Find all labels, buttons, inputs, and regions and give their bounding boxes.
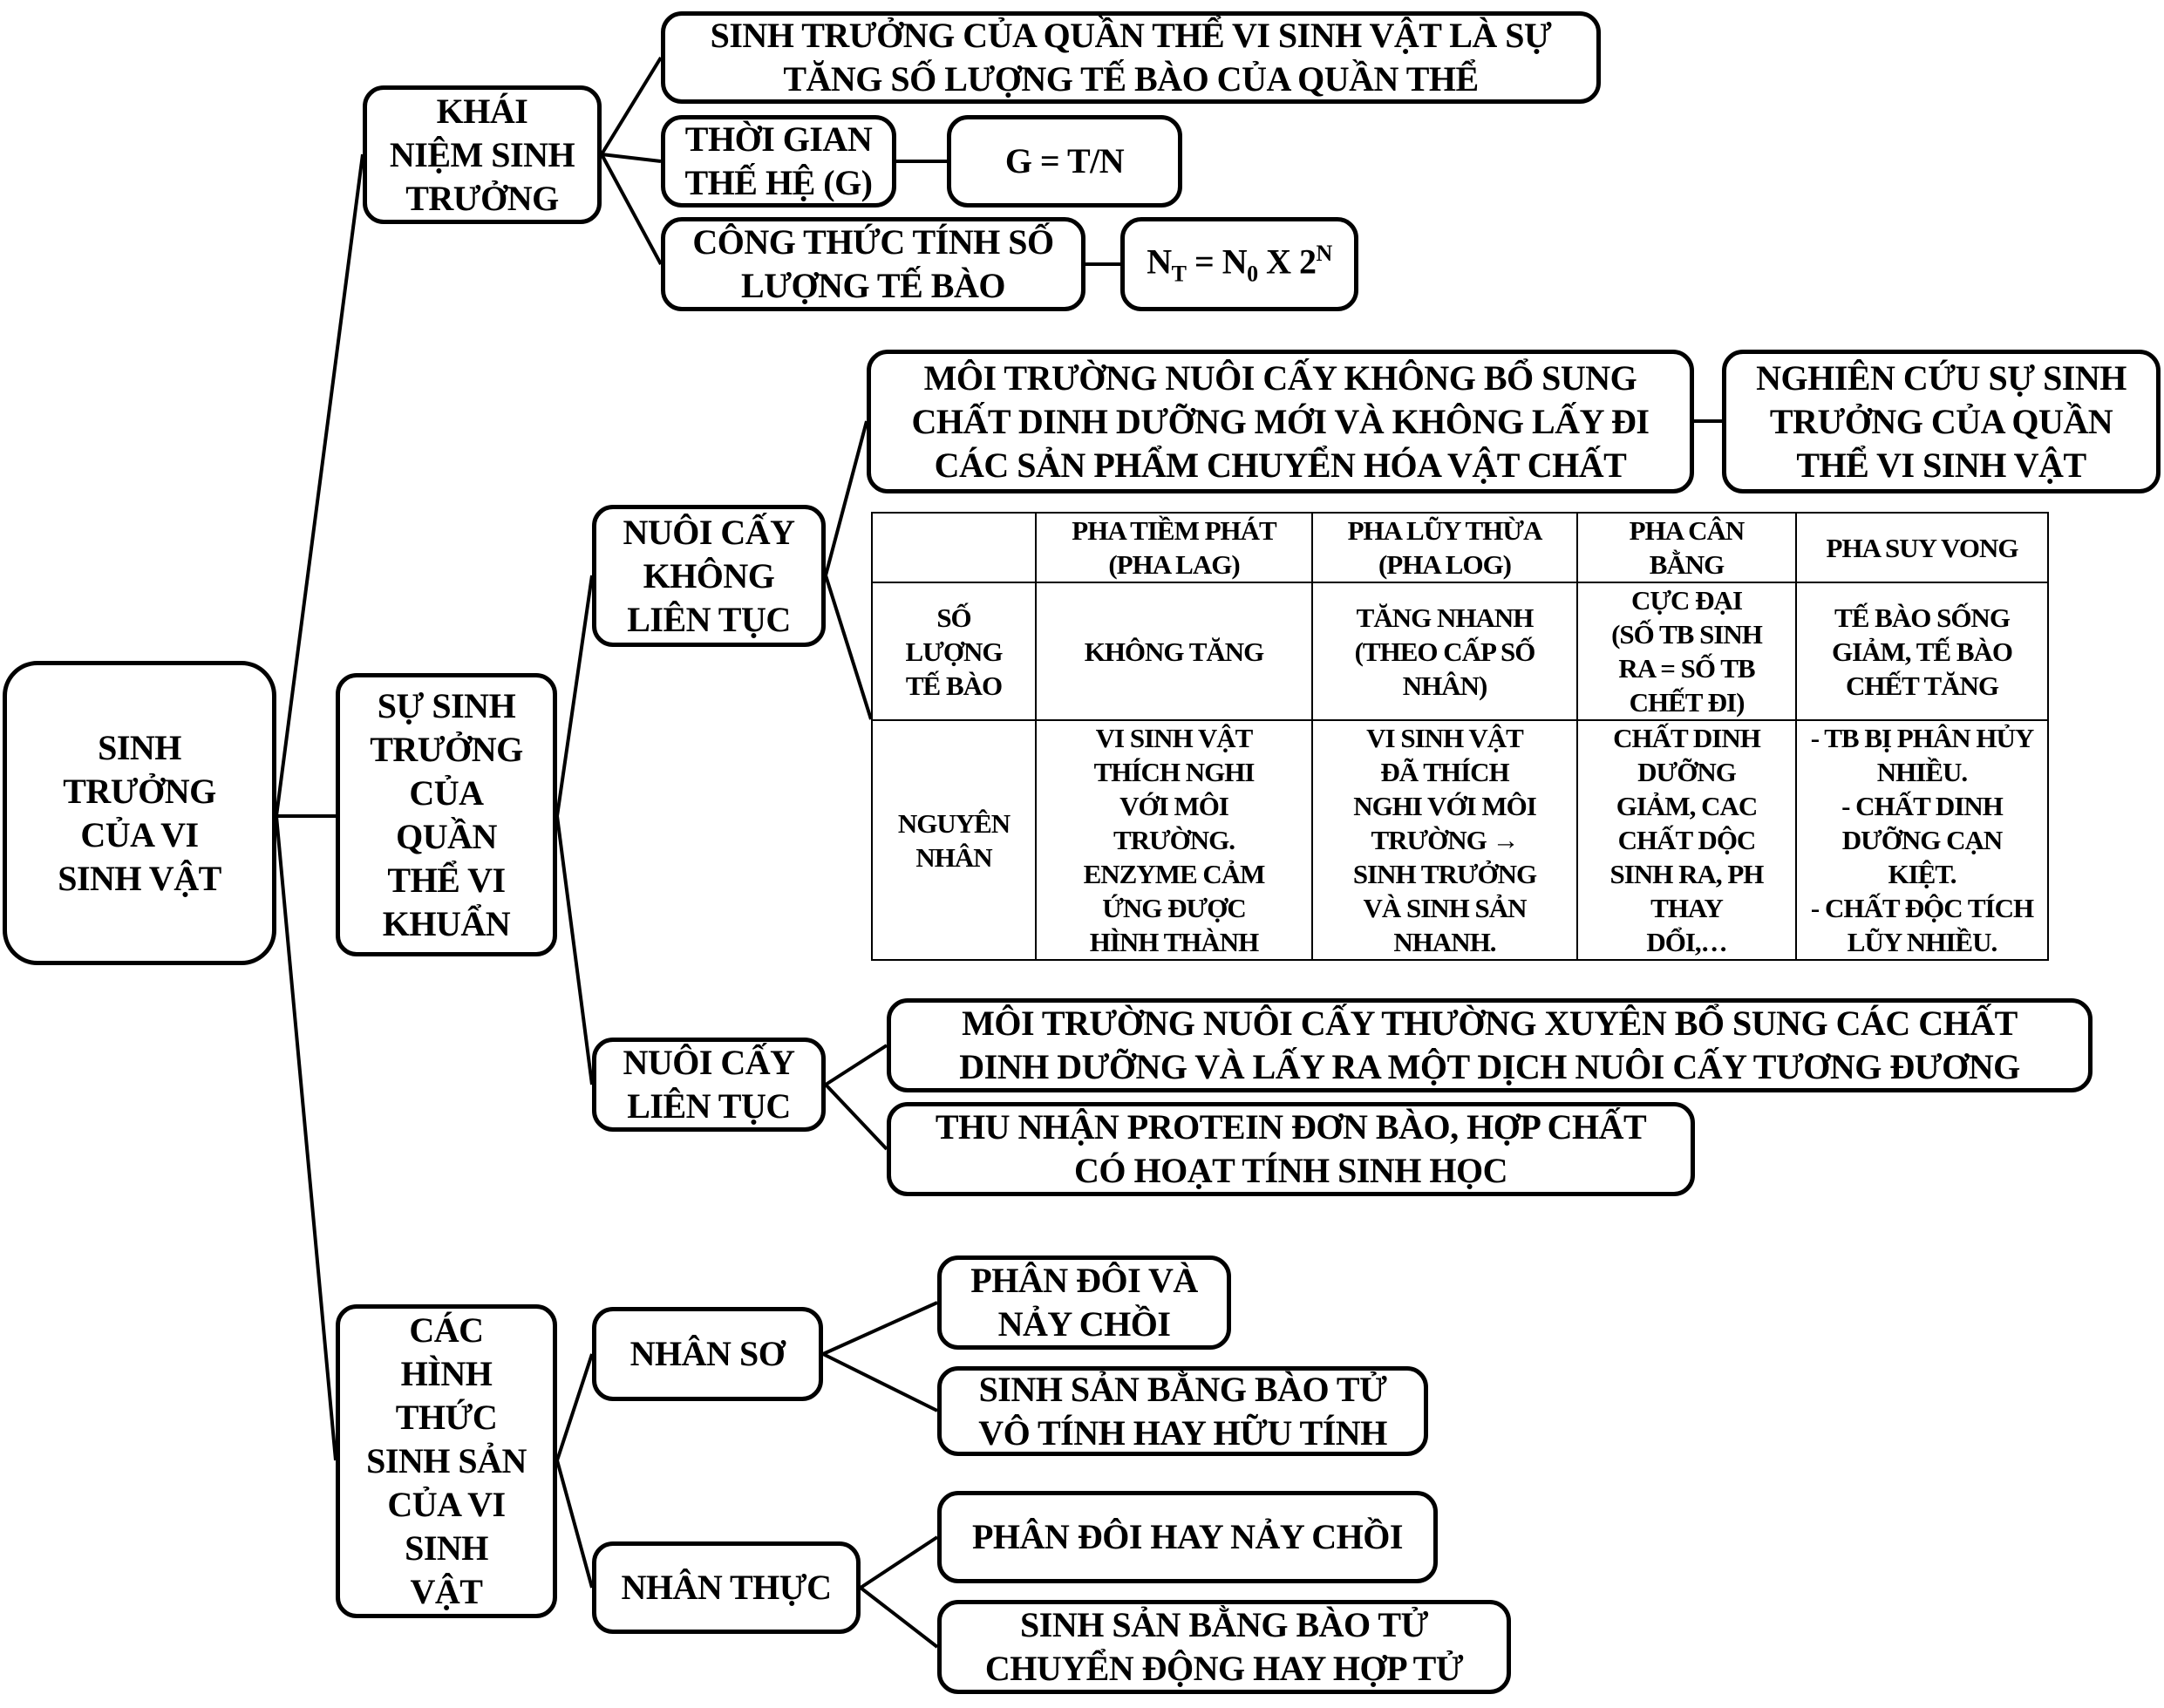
batch-definition-node: MÔI TRƯỜNG NUÔI CẤY KHÔNG BỔ SUNG CHẤT D… — [867, 350, 1694, 493]
table-header: PHA TIỀM PHÁT (PHA LAG) — [1035, 512, 1313, 583]
formula-sub-0: 0 — [1247, 261, 1258, 287]
table-cell: TĂNG NHANH (THEO CẤP SỐ NHÂN) — [1311, 582, 1578, 721]
definition-label: SINH TRƯỞNG CỦA QUẦN THỂ VI SINH VẬT LÀ … — [710, 16, 1552, 99]
table-header-row: PHA TIỀM PHÁT (PHA LAG) PHA LŨY THỪA (PH… — [871, 512, 2049, 583]
table-cell: KHÔNG TĂNG — [1035, 582, 1313, 721]
eukaryote-label: NHÂN THỰC — [621, 1568, 832, 1607]
formula-eq: = N — [1186, 242, 1248, 282]
prokaryote-label: NHÂN SƠ — [629, 1334, 786, 1373]
table-header — [871, 512, 1037, 583]
reproduction-label: CÁC HÌNH THỨC SINH SẢN CỦA VI SINH VẬT — [366, 1310, 527, 1611]
continuous-application-node: THU NHẬN PROTEIN ĐƠN BÀO, HỢP CHẤT CÓ HO… — [887, 1102, 1695, 1196]
formula-times: X 2 — [1257, 242, 1317, 282]
generation-time-node: THỜI GIAN THẾ HỆ (G) — [661, 115, 896, 208]
batch-purpose-label: NGHIÊN CỨU SỰ SINH TRƯỞNG CỦA QUẦN THỂ V… — [1756, 357, 2127, 485]
root-label: SINH TRƯỞNG CỦA VI SINH VẬT — [58, 727, 221, 898]
prokaryote-item-node: PHÂN ĐÔI VÀ NẢY CHỒI — [937, 1255, 1231, 1350]
reproduction-node: CÁC HÌNH THỨC SINH SẢN CỦA VI SINH VẬT — [336, 1304, 557, 1618]
table-cell: VI SINH VẬT ĐÃ THÍCH NGHI VỚI MÔI TRƯỜNG… — [1311, 719, 1578, 961]
growth-label: SỰ SINH TRƯỞNG CỦA QUẦN THỂ VI KHUẨN — [370, 685, 523, 943]
definition-node: SINH TRƯỞNG CỦA QUẦN THỂ VI SINH VẬT LÀ … — [661, 11, 1601, 104]
batch-definition-label: MÔI TRƯỜNG NUÔI CẤY KHÔNG BỔ SUNG CHẤT D… — [911, 357, 1650, 485]
continuous-definition-label: MÔI TRƯỜNG NUÔI CẤY THƯỜNG XUYÊN BỔ SUNG… — [959, 1004, 2020, 1086]
eukaryote-item-node: SINH SẢN BẰNG BÀO TỬ CHUYỂN ĐỘNG HAY HỢP… — [937, 1600, 1511, 1694]
table-cell: NGUYÊN NHÂN — [871, 719, 1037, 961]
count-formula-label-node: CÔNG THỨC TÍNH SỐ LƯỢNG TẾ BÀO — [661, 217, 1085, 311]
continuous-culture-label: NUÔI CẤY LIÊN TỤC — [623, 1043, 795, 1126]
prokaryote-item-label: PHÂN ĐÔI VÀ NẢY CHỒI — [970, 1261, 1198, 1344]
eukaryote-item-label: SINH SẢN BẰNG BÀO TỬ CHUYỂN ĐỘNG HAY HỢP… — [984, 1605, 1464, 1688]
continuous-definition-node: MÔI TRƯỜNG NUÔI CẤY THƯỜNG XUYÊN BỔ SUNG… — [887, 998, 2093, 1092]
table-cell: VI SINH VẬT THÍCH NGHI VỚI MÔI TRƯỜNG. E… — [1035, 719, 1313, 961]
table-header: PHA LŨY THỪA (PHA LOG) — [1311, 512, 1578, 583]
count-formula-label: CÔNG THỨC TÍNH SỐ LƯỢNG TẾ BÀO — [692, 222, 1054, 305]
count-formula: NT = N0 X 2N — [1147, 232, 1332, 296]
generation-time-label: THỜI GIAN THẾ HỆ (G) — [684, 119, 873, 202]
eukaryote-item-label: PHÂN ĐÔI HAY NẢY CHỒI — [972, 1517, 1403, 1556]
table-cell: CHẤT DINH DƯỠNG GIẢM, CAC CHẤT DỘC SINH … — [1576, 719, 1797, 961]
continuous-culture-node: NUÔI CẤY LIÊN TỤC — [592, 1038, 826, 1132]
table-cell: CỰC ĐẠI (SỐ TB SINH RA = SỐ TB CHẾT ĐI) — [1576, 582, 1797, 721]
table-header: PHA CÂN BẰNG — [1576, 512, 1797, 583]
concept-node: KHÁI NIỆM SINH TRƯỞNG — [363, 85, 602, 224]
eukaryote-node: NHÂN THỰC — [592, 1541, 861, 1634]
prokaryote-item-label: SINH SẢN BẰNG BÀO TỬ VÔ TÍNH HAY HỮU TÍN… — [978, 1369, 1387, 1453]
formula-n: N — [1147, 242, 1172, 282]
generation-formula-label: G = T/N — [1004, 141, 1125, 180]
growth-node: SỰ SINH TRƯỞNG CỦA QUẦN THỂ VI KHUẨN — [336, 673, 557, 956]
batch-culture-node: NUÔI CẤY KHÔNG LIÊN TỤC — [592, 505, 826, 647]
formula-exp: N — [1316, 241, 1333, 267]
table-cell: - TB BỊ PHÂN HỦY NHIỀU. - CHẤT DINH DƯỠN… — [1795, 719, 2049, 961]
growth-phase-table: PHA TIỀM PHÁT (PHA LAG) PHA LŨY THỪA (PH… — [871, 512, 2049, 961]
table-row: NGUYÊN NHÂN VI SINH VẬT THÍCH NGHI VỚI M… — [871, 719, 2049, 961]
formula-sub-t: T — [1171, 261, 1187, 287]
eukaryote-item-node: PHÂN ĐÔI HAY NẢY CHỒI — [937, 1491, 1438, 1583]
root-node: SINH TRƯỞNG CỦA VI SINH VẬT — [3, 661, 276, 965]
batch-culture-label: NUÔI CẤY KHÔNG LIÊN TỤC — [623, 512, 795, 639]
concept-label: KHÁI NIỆM SINH TRƯỞNG — [389, 91, 575, 218]
batch-purpose-node: NGHIÊN CỨU SỰ SINH TRƯỞNG CỦA QUẦN THỂ V… — [1722, 350, 2161, 493]
prokaryote-node: NHÂN SƠ — [592, 1307, 823, 1401]
count-formula-node: NT = N0 X 2N — [1120, 217, 1358, 311]
generation-formula-node: G = T/N — [947, 115, 1182, 208]
prokaryote-item-node: SINH SẢN BẰNG BÀO TỬ VÔ TÍNH HAY HỮU TÍN… — [937, 1366, 1428, 1456]
table-cell: SỐ LƯỢNG TẾ BÀO — [871, 582, 1037, 721]
table-row: SỐ LƯỢNG TẾ BÀO KHÔNG TĂNG TĂNG NHANH (T… — [871, 582, 2049, 721]
table-header: PHA SUY VONG — [1795, 512, 2049, 583]
table-cell: TẾ BÀO SỐNG GIẢM, TẾ BÀO CHẾT TĂNG — [1795, 582, 2049, 721]
continuous-application-label: THU NHẬN PROTEIN ĐƠN BÀO, HỢP CHẤT CÓ HO… — [935, 1107, 1647, 1190]
